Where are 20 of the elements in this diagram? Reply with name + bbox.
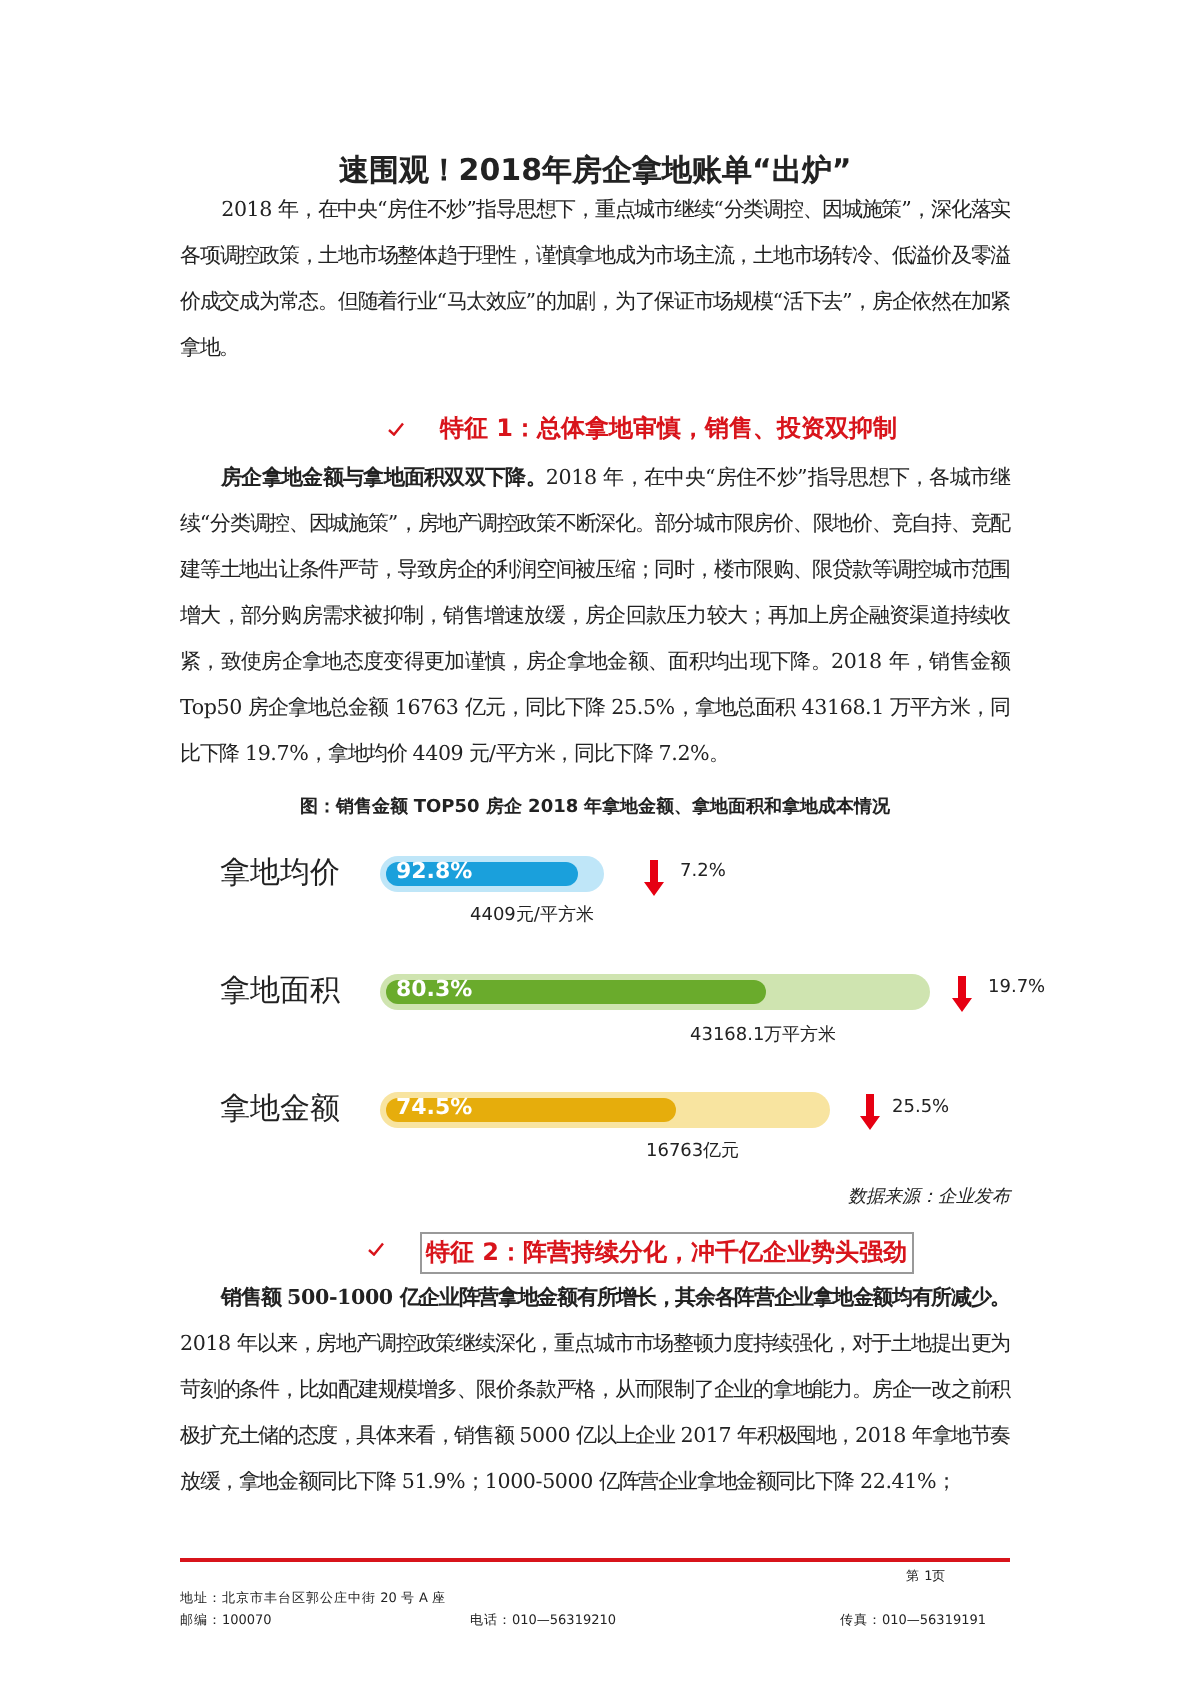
change-label: 7.2%: [680, 862, 726, 882]
category-label: 拿地均价: [220, 854, 340, 892]
category-label: 拿地金额: [220, 1090, 340, 1128]
category-label: 拿地面积: [220, 972, 340, 1010]
source-note: 数据来源：企业发布: [846, 1185, 1010, 1210]
section-heading: 特征 1：总体拿地审慎，销售、投资双抑制: [440, 412, 898, 446]
section-heading: 特征 2：阵营持续分化，冲千亿企业势头强劲: [420, 1232, 914, 1274]
paragraph: 2018 年，在中央“房住不炒”指导思想下，重点城市继续“分类调控、因城施策”，深化落实各项调控政策，土地市场整体趋于理性，谨慎拿地成为市场主流，土地市场转冷、低溢价及零溢价成交成为常态。但随着行业“马太效应”的加剧，为了保证市场规模“活下去”，房企依然在加紧拿地。: [180, 196, 1010, 364]
change-label: 25.5%: [892, 1098, 950, 1118]
value-label: 16763亿元: [646, 1140, 740, 1164]
percent-label: 80.3%: [396, 976, 473, 1002]
paragraph: 房企拿地金额与拿地面积双双下降。2018 年，在中央“房住不炒”指导思想下，各城市继续“分类调控、因城施策”，房地产调控政策不断深化。部分城市限房价、限地价、竞自持、竞配建等土地出让条件严苛，导致房企的利润空间被压缩；同时，楼市限购、限贷款等调控城市范围增大，部分购房需求被抑制，销售增速放缓，房企回款压力较大；再加上房企融资渠道持续收紧，致使房企拿地态度变得更加谨慎，房企拿地金额、面积均出现下降。2018 年，销售金额 Top50 房企拿地总金额 16763 亿元，同比下降 25.5%，拿地总面积 43168.1 万平方米，同比下降 19.7%，拿地均价 4409 元/平方米，同比下降 7.2%。: [180, 463, 1010, 770]
chart-caption: 图：销售金额 TOP50 房企 2018 年拿地金额、拿地面积和拿地成本情况: [297, 794, 893, 820]
value-label: 43168.1万平方米: [690, 1023, 837, 1048]
value-label: 4409元/平方米: [470, 903, 594, 928]
percent-label: 74.5%: [396, 1094, 473, 1120]
change-label: 19.7%: [988, 978, 1046, 998]
paragraph: 销售额 500-1000 亿企业阵营拿地金额有所增长，其余各阵营企业拿地金额均有所减少。2018 年以来，房地产调控政策继续深化，重点城市市场整顿力度持续强化，对于土地提出更为苛刻的条件，比如配建规模增多、限价条款严格，从而限制了企业的拿地能力。房企一改之前积极扩充土储的态度，具体来看，销售额 5000 亿以上企业 2017 年积极囤地，2018 年拿地节奏放缓，拿地金额同比下降 51.9%；1000-5000 亿阵营企业拿地金额同比下降 22.41%；: [180, 1284, 1010, 1498]
percent-label: 92.8%: [396, 858, 473, 884]
page-title: 速围观！2018年房企拿地账单“出炉”: [336, 152, 854, 190]
